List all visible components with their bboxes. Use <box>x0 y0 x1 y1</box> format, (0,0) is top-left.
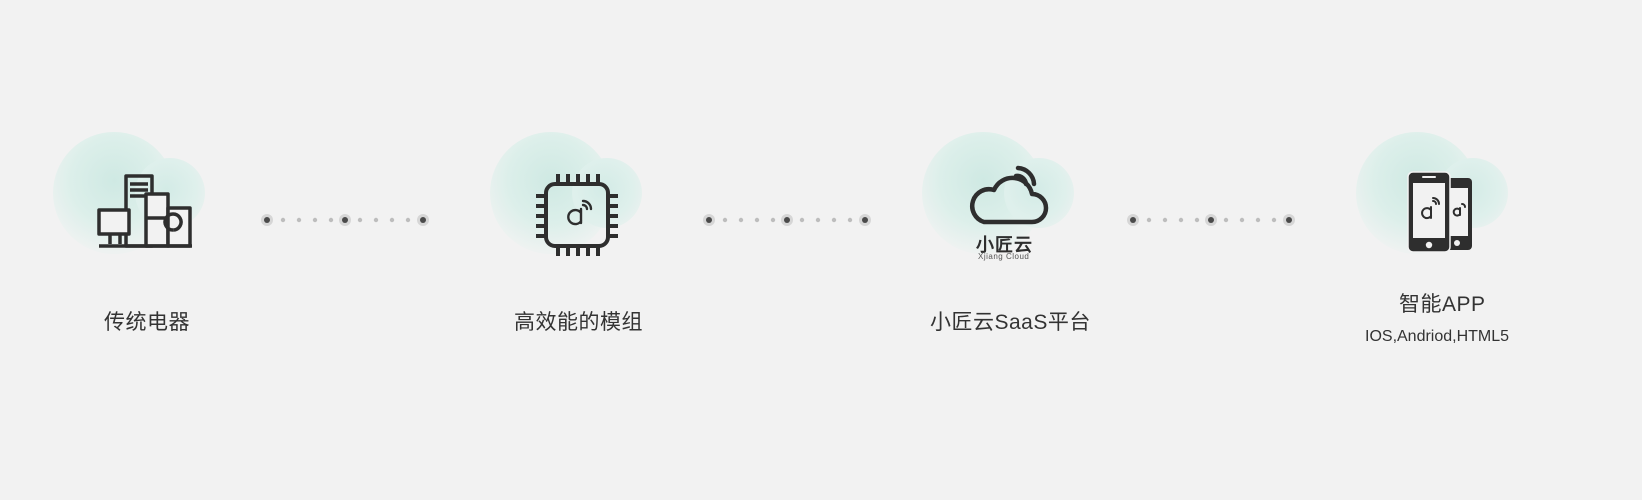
appliances-illustration <box>53 132 223 262</box>
smartphones-icon <box>1407 171 1472 253</box>
step-label-appliances: 传统电器 <box>104 311 190 334</box>
chip-module-icon <box>536 174 618 256</box>
dotted-line <box>703 214 871 226</box>
step-label-module: 高效能的模组 <box>514 311 643 334</box>
module-illustration <box>490 132 660 262</box>
step-label-app: 智能APP <box>1399 293 1486 316</box>
cloud-logo-text: 小匠云 <box>976 235 1033 255</box>
flow-connector <box>261 214 429 226</box>
flow-connector <box>703 214 871 226</box>
app-illustration <box>1356 132 1526 262</box>
step-sublabel-platforms: IOS,Andriod,HTML5 <box>1365 328 1510 345</box>
dotted-line <box>261 214 429 226</box>
step-label-cloud: 小匠云SaaS平台 <box>930 311 1091 334</box>
cloud-illustration: 小匠云 Xjiang Cloud <box>922 132 1092 262</box>
decor-blob <box>1004 158 1074 228</box>
appliances-icon <box>97 174 192 248</box>
cloud-logo-subtext: Xjiang Cloud <box>978 252 1030 261</box>
cloud-icon <box>970 165 1049 225</box>
dotted-line <box>1127 214 1295 226</box>
flow-connector <box>1127 214 1295 226</box>
